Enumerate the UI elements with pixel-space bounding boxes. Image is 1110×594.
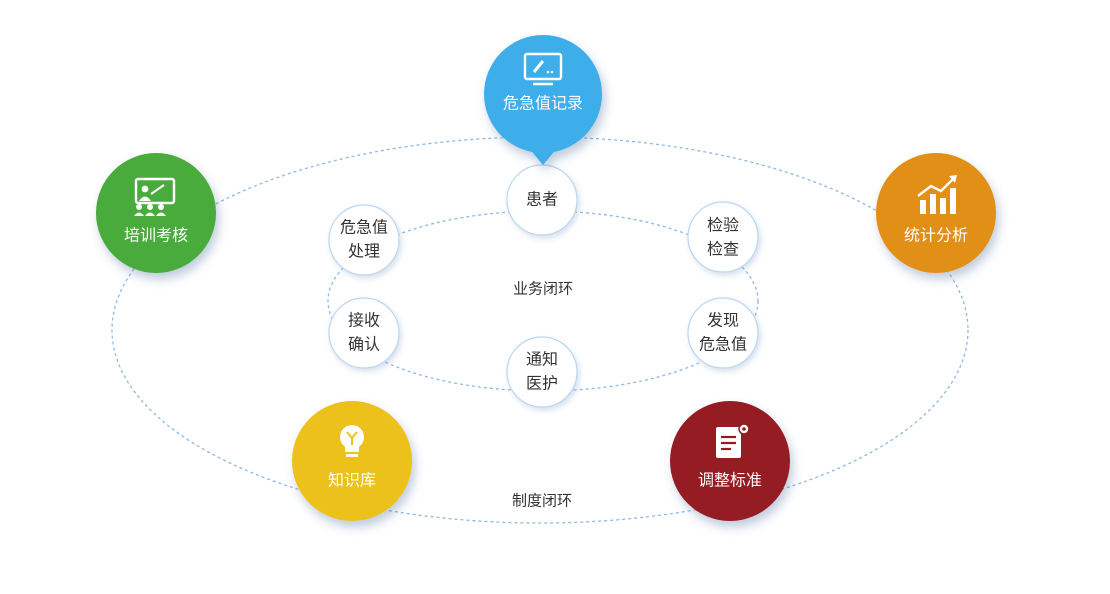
step-patient-label: 患者 (526, 190, 558, 209)
step-exam-label-2: 检查 (707, 240, 739, 259)
step-exam-label-1: 检验 (707, 216, 739, 235)
step-confirm-label-1: 接收 (348, 311, 380, 330)
system-loop-label: 制度闭环 (512, 492, 572, 510)
presentation-board-icon (134, 177, 176, 216)
step-notify-label-1: 通知 (526, 350, 558, 369)
document-gear-icon (716, 423, 750, 458)
business-loop-label: 业务闭环 (513, 280, 573, 298)
step-discover-label-1: 发现 (707, 311, 739, 330)
step-discover (687, 297, 759, 369)
step-discover-label-2: 危急值 (699, 335, 747, 354)
outer-node-training (96, 153, 216, 273)
step-handle-label-2: 处理 (348, 242, 380, 261)
monitor-pen-icon (523, 52, 563, 86)
step-handle (328, 204, 400, 276)
training-node-label: 培训考核 (124, 226, 188, 245)
step-handle-label-1: 危急值 (340, 218, 388, 237)
step-exam (687, 201, 759, 273)
step-confirm (328, 297, 400, 369)
lightbulb-icon (340, 425, 364, 457)
center-node-circle (484, 35, 602, 153)
inner-loop-ellipse (327, 210, 759, 392)
outer-node-knowledge (292, 401, 412, 521)
step-patient (506, 164, 578, 236)
standard-node-label: 调整标准 (698, 471, 762, 490)
bar-chart-trend-icon (917, 175, 957, 214)
step-notify-label-2: 医护 (526, 374, 558, 393)
center-node-pointer (528, 147, 558, 165)
step-confirm-label-2: 确认 (348, 335, 380, 354)
step-notify (506, 336, 578, 408)
center-node-label: 危急值记录 (503, 94, 583, 113)
outer-loop-ellipse (111, 136, 969, 524)
outer-node-standard (670, 401, 790, 521)
knowledge-node-label: 知识库 (328, 471, 376, 490)
statistics-node-label: 统计分析 (904, 226, 968, 245)
center-node-record (484, 35, 602, 165)
